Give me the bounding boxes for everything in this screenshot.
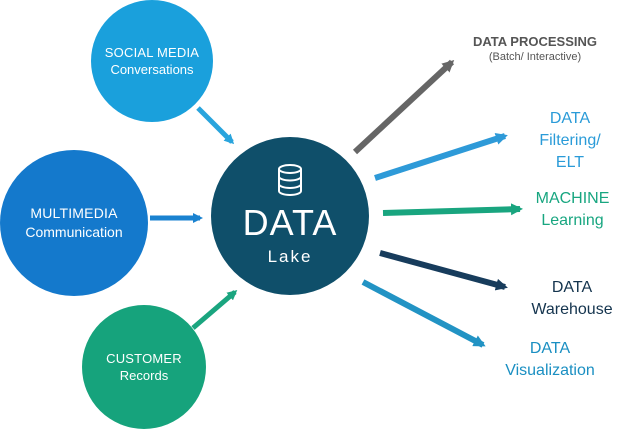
- output-data-visualization: DATA Visualization: [485, 338, 615, 382]
- filtering-sublabel: Filtering/ ELT: [539, 132, 601, 171]
- output-machine-learning: MACHINE Learning: [525, 188, 620, 232]
- arrow-lake-to-warehouse: [379, 250, 508, 291]
- warehouse-sublabel: Warehouse: [531, 301, 613, 318]
- lake-title: DATA: [242, 202, 338, 243]
- customer-label: CUSTOMER: [106, 351, 182, 366]
- lake-subtitle: Lake: [267, 247, 313, 266]
- multimedia-sublabel: Communication: [25, 224, 123, 240]
- visualization-sublabel: Visualization: [505, 362, 595, 379]
- output-data-filtering: DATA Filtering/ ELT: [525, 108, 615, 174]
- customer-sublabel: Records: [119, 368, 169, 383]
- arrow-lake-to-filtering: [374, 133, 508, 181]
- arrow-social-to-lake: [196, 106, 235, 145]
- visualization-label: DATA: [529, 340, 571, 357]
- data-lake-hub: DATA Lake: [211, 137, 369, 295]
- arrow-lake-to-ml: [382, 203, 523, 216]
- arrow-lake-to-visualization: [361, 279, 486, 348]
- processing-label: DATA PROCESSING: [473, 34, 597, 49]
- database-icon: [278, 164, 302, 196]
- multimedia-label: MULTIMEDIA: [30, 205, 118, 221]
- arrow-lake-to-processing: [352, 59, 455, 155]
- ml-label: MACHINE: [535, 190, 610, 207]
- source-customer: CUSTOMER Records: [82, 305, 206, 429]
- social-media-label: SOCIAL MEDIA: [104, 45, 200, 60]
- processing-sublabel: (Batch/ Interactive): [488, 51, 582, 63]
- source-multimedia: MULTIMEDIA Communication: [0, 150, 148, 296]
- ml-sublabel: Learning: [541, 212, 604, 229]
- output-data-warehouse: DATA Warehouse: [517, 277, 627, 321]
- social-media-sublabel: Conversations: [110, 62, 194, 77]
- warehouse-label: DATA: [551, 279, 593, 296]
- output-data-processing: DATA PROCESSING (Batch/ Interactive): [460, 34, 610, 65]
- source-social-media: SOCIAL MEDIA Conversations: [91, 0, 213, 122]
- filtering-label: DATA: [549, 110, 591, 127]
- arrow-customer-to-lake: [191, 290, 238, 330]
